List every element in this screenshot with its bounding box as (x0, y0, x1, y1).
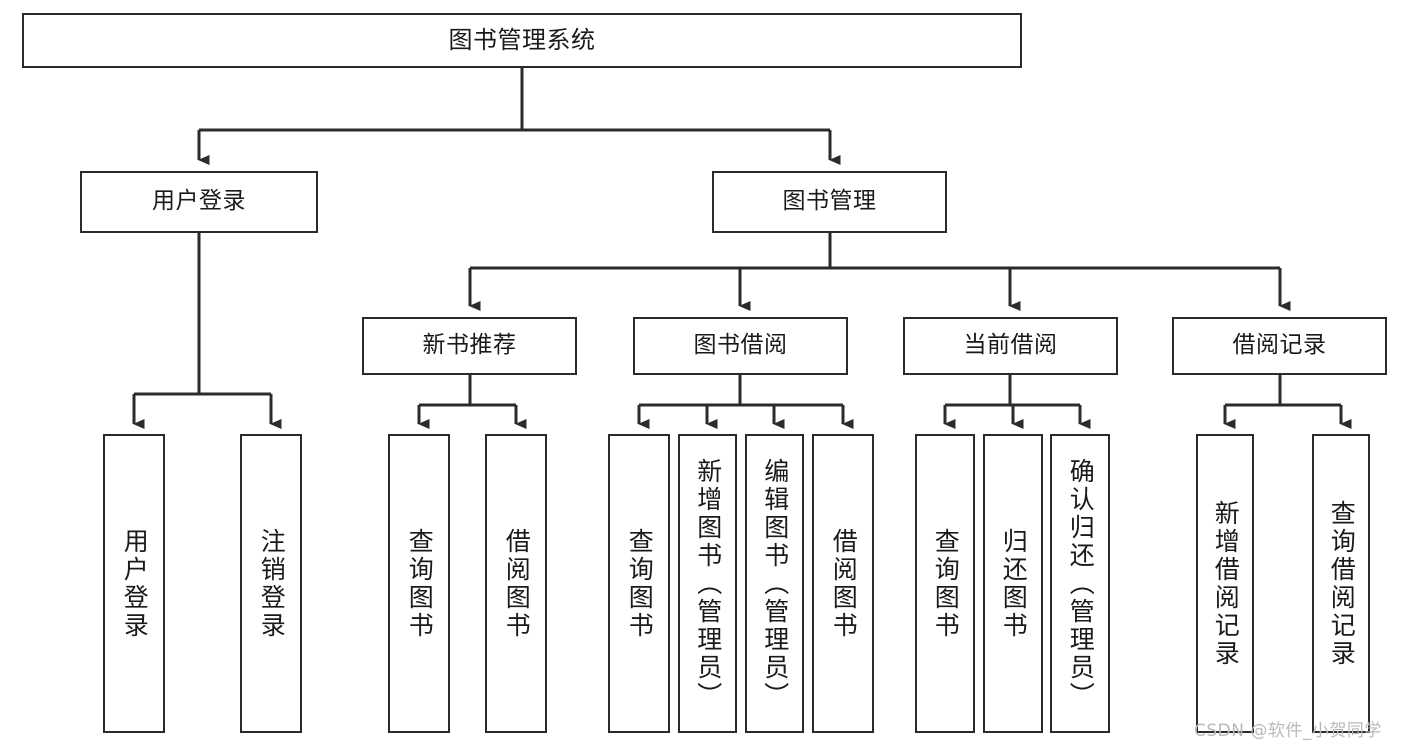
leaf-borrow-book[interactable]: 借阅图书 (812, 434, 874, 733)
leaf-edit-book[interactable]: 编辑图书（管理员） (745, 434, 804, 733)
leaf-logout-label: 注销登录 (257, 527, 287, 640)
leaf-add-book[interactable]: 新增图书（管理员） (678, 434, 737, 733)
node-current-borrow[interactable]: 当前借阅 (903, 317, 1118, 375)
leaf-query-book-current[interactable]: 查询图书 (915, 434, 975, 733)
leaf-logout[interactable]: 注销登录 (240, 434, 302, 733)
node-root[interactable]: 图书管理系统 (22, 13, 1022, 68)
node-borrow-record-label: 借阅记录 (1232, 332, 1327, 359)
node-new-book-recommend[interactable]: 新书推荐 (362, 317, 577, 375)
leaf-borrow-book-label: 借阅图书 (829, 527, 859, 640)
leaf-query-book-borrow[interactable]: 查询图书 (608, 434, 670, 733)
leaf-edit-book-label: 编辑图书（管理员） (760, 457, 790, 710)
node-book-borrow-label: 图书借阅 (693, 332, 788, 359)
leaf-query-book-recommend-label: 查询图书 (405, 527, 435, 640)
leaf-query-book-borrow-label: 查询图书 (625, 527, 655, 640)
leaf-user-login[interactable]: 用户登录 (103, 434, 165, 733)
leaf-confirm-return-label: 确认归还（管理员） (1066, 457, 1096, 710)
leaf-query-borrow-record[interactable]: 查询借阅记录 (1312, 434, 1370, 733)
leaf-borrow-book-recommend-label: 借阅图书 (502, 527, 532, 640)
node-book-borrow[interactable]: 图书借阅 (633, 317, 848, 375)
leaf-add-book-label: 新增图书（管理员） (693, 457, 723, 710)
node-book-manage-label: 图书管理 (782, 188, 877, 215)
leaf-add-borrow-record-label: 新增借阅记录 (1211, 499, 1241, 668)
leaf-query-book-recommend[interactable]: 查询图书 (388, 434, 450, 733)
leaf-user-login-label: 用户登录 (120, 527, 150, 640)
node-new-book-recommend-label: 新书推荐 (422, 332, 517, 359)
node-root-label: 图书管理系统 (448, 26, 596, 55)
leaf-add-borrow-record[interactable]: 新增借阅记录 (1196, 434, 1254, 733)
leaf-return-book[interactable]: 归还图书 (983, 434, 1043, 733)
node-user-login-label: 用户登录 (152, 188, 246, 215)
node-current-borrow-label: 当前借阅 (963, 332, 1058, 359)
leaf-borrow-book-recommend[interactable]: 借阅图书 (485, 434, 547, 733)
leaf-query-borrow-record-label: 查询借阅记录 (1327, 499, 1357, 668)
node-user-login[interactable]: 用户登录 (80, 171, 318, 233)
leaf-confirm-return[interactable]: 确认归还（管理员） (1050, 434, 1110, 733)
leaf-return-book-label: 归还图书 (999, 527, 1029, 640)
node-borrow-record[interactable]: 借阅记录 (1172, 317, 1387, 375)
leaf-query-book-current-label: 查询图书 (931, 527, 961, 640)
node-book-manage[interactable]: 图书管理 (712, 171, 947, 233)
csdn-watermark: CSDN @软件_小贺同学 (1194, 721, 1382, 741)
